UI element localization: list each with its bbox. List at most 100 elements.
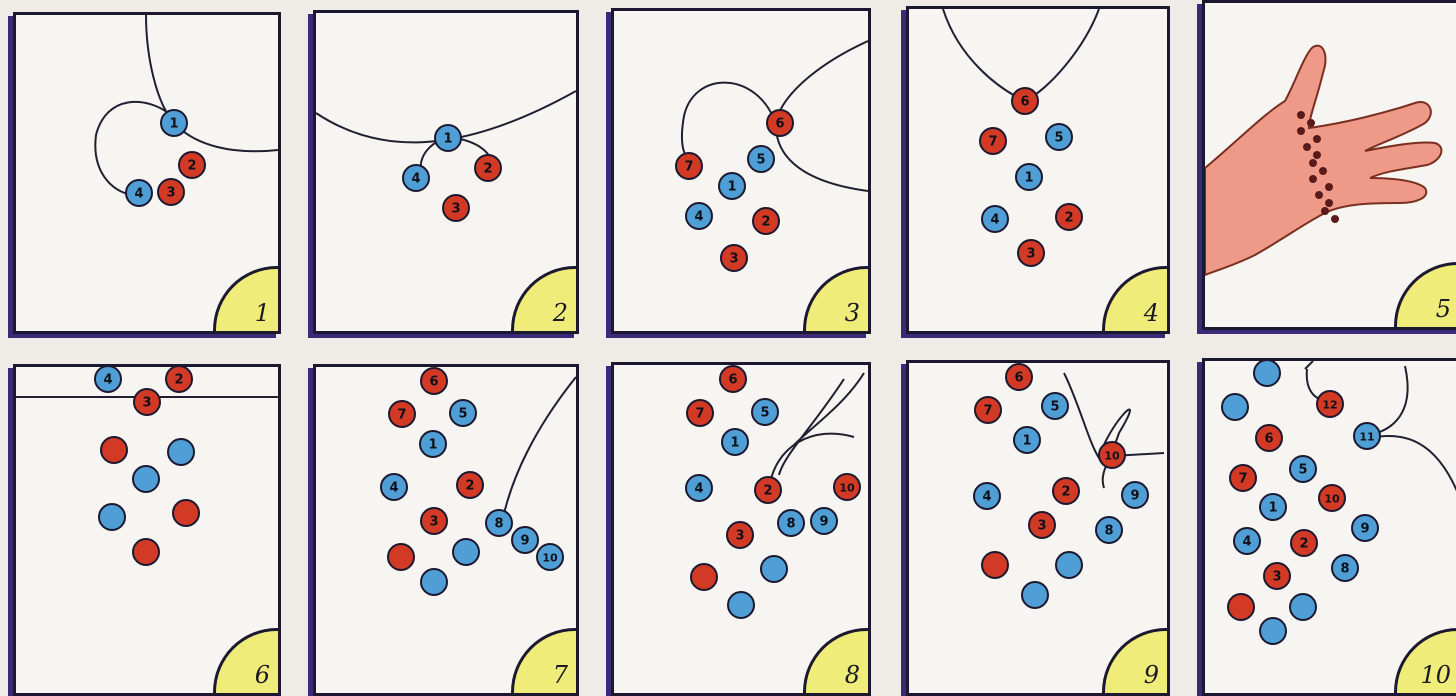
bead-number-label: 4 <box>103 373 112 388</box>
bracelet-bead <box>1297 111 1305 119</box>
bracelet-bead <box>1313 151 1321 159</box>
step-number: 10 <box>1420 661 1451 689</box>
step-number: 1 <box>255 299 270 327</box>
bead <box>1056 552 1082 578</box>
bead-number-label: 8 <box>494 517 503 532</box>
bead <box>388 544 414 570</box>
bead <box>691 564 717 590</box>
bead-number-label: 10 <box>1324 493 1340 506</box>
bead-number-label: 1 <box>1268 501 1277 516</box>
bead <box>1254 361 1280 386</box>
bead-number-label: 1 <box>428 438 437 453</box>
bead-number-label: 7 <box>1238 472 1247 487</box>
bead-number-label: 3 <box>166 186 175 201</box>
bead-number-label: 2 <box>1061 485 1070 500</box>
bead-number-label: 7 <box>695 407 704 422</box>
bracelet-bead <box>1309 159 1317 167</box>
bead-number-label: 7 <box>988 135 997 150</box>
bead-number-label: 12 <box>1322 399 1337 412</box>
bead-number-label: 6 <box>429 375 438 390</box>
bead-number-label: 6 <box>1014 371 1023 386</box>
bead-number-label: 5 <box>760 406 769 421</box>
bead-number-label: 3 <box>142 396 151 411</box>
step-number: 5 <box>1436 295 1451 323</box>
bead-number-label: 6 <box>1020 95 1029 110</box>
thread-line <box>779 379 844 475</box>
thread-line <box>1305 361 1313 369</box>
bead-number-label: 4 <box>134 187 143 202</box>
bead <box>99 504 125 530</box>
bead-number-label: 1 <box>443 132 452 147</box>
bead-number-label: 2 <box>483 162 492 177</box>
bead-number-label: 8 <box>786 517 795 532</box>
bead-number-label: 10 <box>839 482 855 495</box>
bead-number-label: 7 <box>397 408 406 423</box>
thread-line <box>1064 373 1130 488</box>
bead-number-label: 4 <box>990 213 999 228</box>
bead <box>1222 394 1248 420</box>
step-number: 9 <box>1144 661 1159 689</box>
bead <box>133 466 159 492</box>
bead-number-label: 2 <box>761 215 770 230</box>
bead-number-label: 2 <box>1064 211 1073 226</box>
bead-number-label: 6 <box>728 373 737 388</box>
bead-number-label: 1 <box>727 180 736 195</box>
bead <box>173 500 199 526</box>
bead-number-label: 9 <box>1130 489 1139 504</box>
step-number: 4 <box>1144 299 1159 327</box>
hand-icon <box>1205 46 1441 275</box>
bracelet-bead <box>1297 127 1305 135</box>
bead-number-label: 6 <box>1264 432 1273 447</box>
bead <box>453 539 479 565</box>
bead-number-label: 10 <box>542 552 558 565</box>
bead <box>133 539 159 565</box>
step-number: 8 <box>845 661 860 689</box>
bead-number-label: 2 <box>465 479 474 494</box>
bracelet-bead <box>1313 135 1321 143</box>
bead-number-label: 8 <box>1340 562 1349 577</box>
step-number: 7 <box>553 661 568 689</box>
bead-number-label: 4 <box>694 210 703 225</box>
bracelet-bead <box>1331 215 1339 223</box>
bead <box>1022 582 1048 608</box>
bead-number-label: 2 <box>1299 537 1308 552</box>
bead <box>421 569 447 595</box>
bead-number-label: 3 <box>1026 247 1035 262</box>
step-number: 2 <box>553 299 568 327</box>
bead-number-label: 1 <box>730 436 739 451</box>
bead-number-label: 1 <box>1024 171 1033 186</box>
bead-number-label: 9 <box>819 515 828 530</box>
bead <box>761 556 787 582</box>
step-panel-7: 675142389107 <box>313 364 579 696</box>
thread-line <box>943 9 1099 101</box>
step-number: 6 <box>255 661 270 689</box>
bracelet-bead <box>1315 191 1323 199</box>
step-panel-5: 5 <box>1202 0 1456 330</box>
bead-number-label: 6 <box>775 117 784 132</box>
thread-line <box>502 377 576 523</box>
bead-number-label: 7 <box>983 404 992 419</box>
bracelet-bead <box>1303 143 1311 151</box>
bead-number-label: 5 <box>1298 463 1307 478</box>
bead-number-label: 5 <box>458 407 467 422</box>
bead-number-label: 10 <box>1104 450 1120 463</box>
bead-number-label: 4 <box>411 172 420 187</box>
bead <box>1290 594 1316 620</box>
bead-number-label: 5 <box>1054 131 1063 146</box>
step-number: 3 <box>845 299 860 327</box>
bead-number-label: 7 <box>684 160 693 175</box>
bead-number-label: 3 <box>451 202 460 217</box>
bead-number-label: 4 <box>1242 535 1251 550</box>
bracelet-bead <box>1325 199 1333 207</box>
bead-number-label: 2 <box>763 484 772 499</box>
step-panel-2: 1 2 3 4 2 <box>313 10 579 334</box>
bead <box>168 439 194 465</box>
bead-number-label: 4 <box>982 490 991 505</box>
bead-number-label: 4 <box>694 482 703 497</box>
bead <box>728 592 754 618</box>
thread-line <box>1370 436 1456 491</box>
bead-number-label: 1 <box>169 117 178 132</box>
bead-number-label: 1 <box>1022 434 1031 449</box>
bead-number-label: 5 <box>756 153 765 168</box>
